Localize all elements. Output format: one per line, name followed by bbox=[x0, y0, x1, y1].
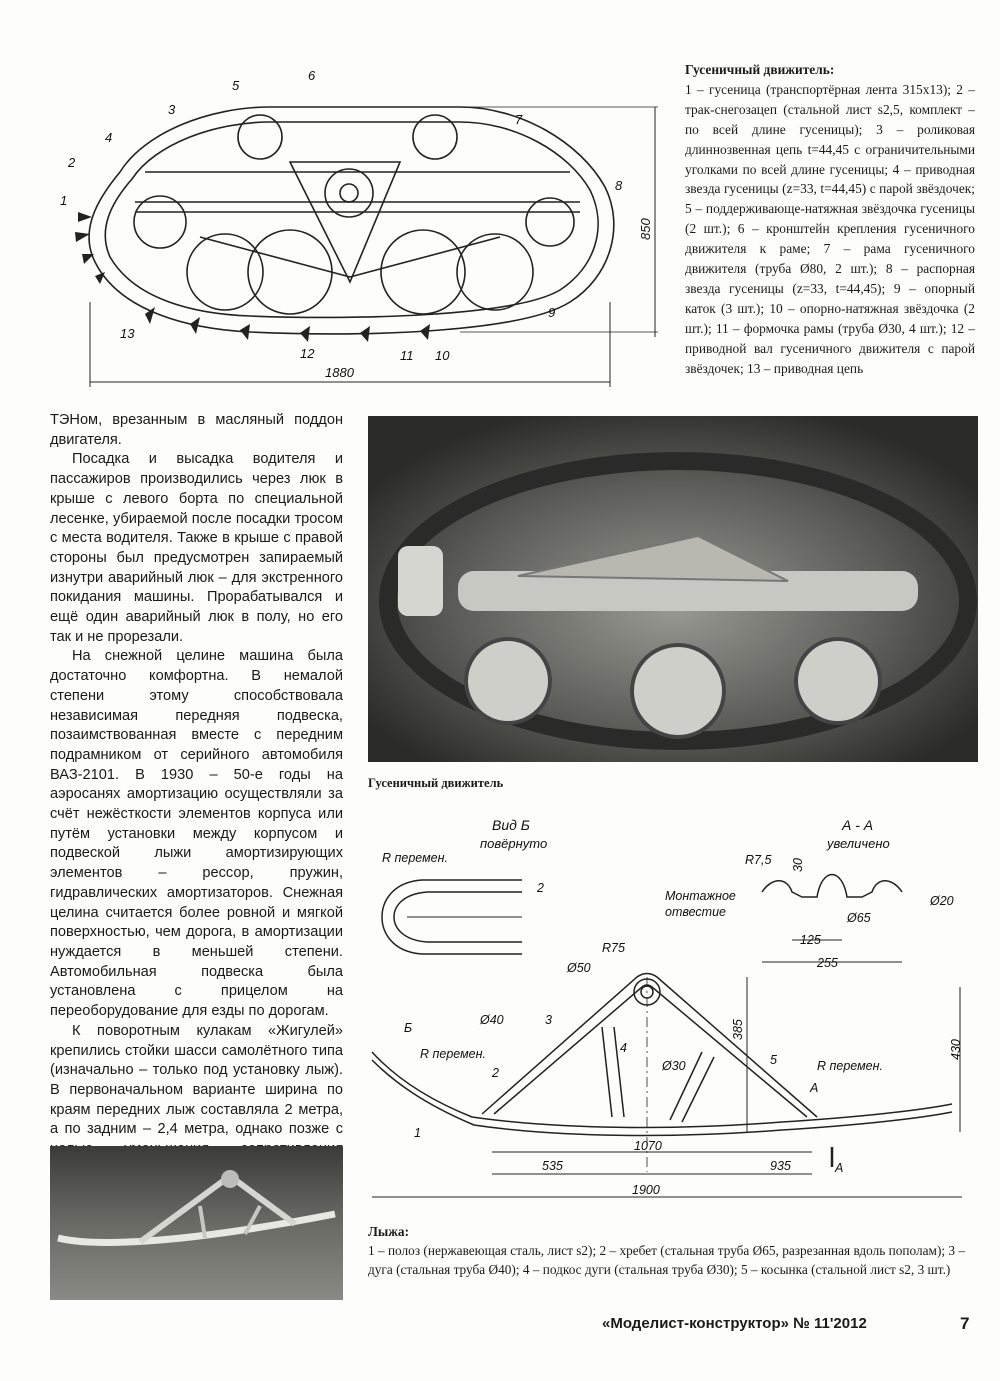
callout-13: 13 bbox=[120, 326, 135, 341]
dim-30: 30 bbox=[791, 858, 805, 872]
mount-label-line1: Монтажное bbox=[665, 889, 736, 903]
article-body: ТЭНом, врезанным в масляный поддон двига… bbox=[50, 411, 343, 1219]
dim-d40: Ø40 bbox=[479, 1013, 504, 1027]
callout-1: 1 bbox=[60, 193, 67, 208]
track-legend-title: Гусеничный движитель: bbox=[685, 62, 835, 77]
callout-7: 7 bbox=[515, 112, 523, 127]
ski-drawing: Вид Б повёрнуто R перемен. 2 А - А увели… bbox=[362, 812, 977, 1210]
callout-5: 5 bbox=[232, 78, 240, 93]
ski-callout-3: 3 bbox=[545, 1013, 552, 1027]
view-b-subtitle: повёрнуто bbox=[480, 836, 547, 851]
dim-r75: R75 bbox=[602, 941, 625, 955]
track-legend: Гусеничный движитель: 1 – гусеница (тран… bbox=[685, 60, 975, 379]
track-legend-text: 1 – гусеница (транспортёрная лента 315x1… bbox=[685, 81, 975, 376]
photo-caption: Гусеничный движитель bbox=[368, 776, 504, 790]
dim-255: 255 bbox=[816, 956, 838, 970]
ski-legend: Лыжа: 1 – полоз (нержавеющая сталь, лист… bbox=[368, 1222, 978, 1279]
callout-11: 11 bbox=[400, 348, 414, 363]
ski-callout-5: 5 bbox=[770, 1053, 777, 1067]
dim-535: 535 bbox=[542, 1159, 563, 1173]
ski-photo bbox=[50, 1146, 343, 1300]
dim-1880: 1880 bbox=[325, 365, 355, 380]
callout-2: 2 bbox=[67, 155, 76, 170]
callout-12: 12 bbox=[300, 346, 315, 361]
dim-850: 850 bbox=[638, 218, 653, 240]
dim-125: 125 bbox=[800, 933, 821, 947]
section-mark-top: А bbox=[809, 1081, 818, 1095]
footer-magazine: «Моделист-конструктор» № 11'2012 bbox=[602, 1315, 867, 1332]
dim-d30: Ø30 bbox=[661, 1059, 686, 1073]
view-b-arrow: Б bbox=[404, 1021, 412, 1035]
callout-9: 9 bbox=[548, 305, 555, 320]
view-b-title: Вид Б bbox=[492, 817, 530, 833]
track-photo bbox=[368, 416, 978, 762]
mount-label-line2: отвестие bbox=[665, 905, 726, 919]
ski-legend-title: Лыжа: bbox=[368, 1224, 410, 1239]
dim-1070: 1070 bbox=[634, 1139, 662, 1153]
dim-430: 430 bbox=[949, 1039, 963, 1060]
ski-callout-4: 4 bbox=[620, 1041, 627, 1055]
page-number: 7 bbox=[960, 1314, 970, 1333]
dim-r7-5: R7,5 bbox=[745, 853, 771, 867]
callout-8: 8 bbox=[615, 178, 623, 193]
dim-d50: Ø50 bbox=[566, 961, 591, 975]
dim-385: 385 bbox=[731, 1019, 745, 1040]
dim-935: 935 bbox=[770, 1159, 791, 1173]
ski-legend-text: 1 – полоз (нержавеющая сталь, лист s2); … bbox=[368, 1243, 966, 1277]
ski-callout-2: 2 bbox=[491, 1066, 499, 1080]
paragraph: На снежной целине машина была достаточно… bbox=[50, 648, 343, 1020]
callout-3: 3 bbox=[168, 102, 176, 117]
paragraph: ТЭНом, врезанным в масляный поддон двига… bbox=[50, 412, 343, 448]
view-b-callout-2: 2 bbox=[536, 881, 544, 895]
section-title: А - А bbox=[841, 817, 873, 833]
callout-4: 4 bbox=[105, 130, 112, 145]
paragraph: Посадка и высадка водителя и пассажиров … bbox=[50, 451, 343, 645]
callout-6: 6 bbox=[308, 68, 316, 83]
section-subtitle: увеличено bbox=[826, 836, 890, 851]
track-drawing: 1 2 3 4 5 6 7 8 9 10 11 12 13 1880 850 bbox=[50, 62, 660, 397]
radius-left: R перемен. bbox=[420, 1047, 486, 1061]
ski-callout-1: 1 bbox=[414, 1126, 421, 1140]
dim-d20: Ø20 bbox=[929, 894, 954, 908]
callout-10: 10 bbox=[435, 348, 450, 363]
dim-1900: 1900 bbox=[632, 1183, 660, 1197]
dim-d65: Ø65 bbox=[846, 911, 871, 925]
radius-right: R перемен. bbox=[817, 1059, 883, 1073]
section-mark-bottom: А bbox=[834, 1161, 843, 1175]
view-b-radius: R перемен. bbox=[382, 851, 448, 865]
